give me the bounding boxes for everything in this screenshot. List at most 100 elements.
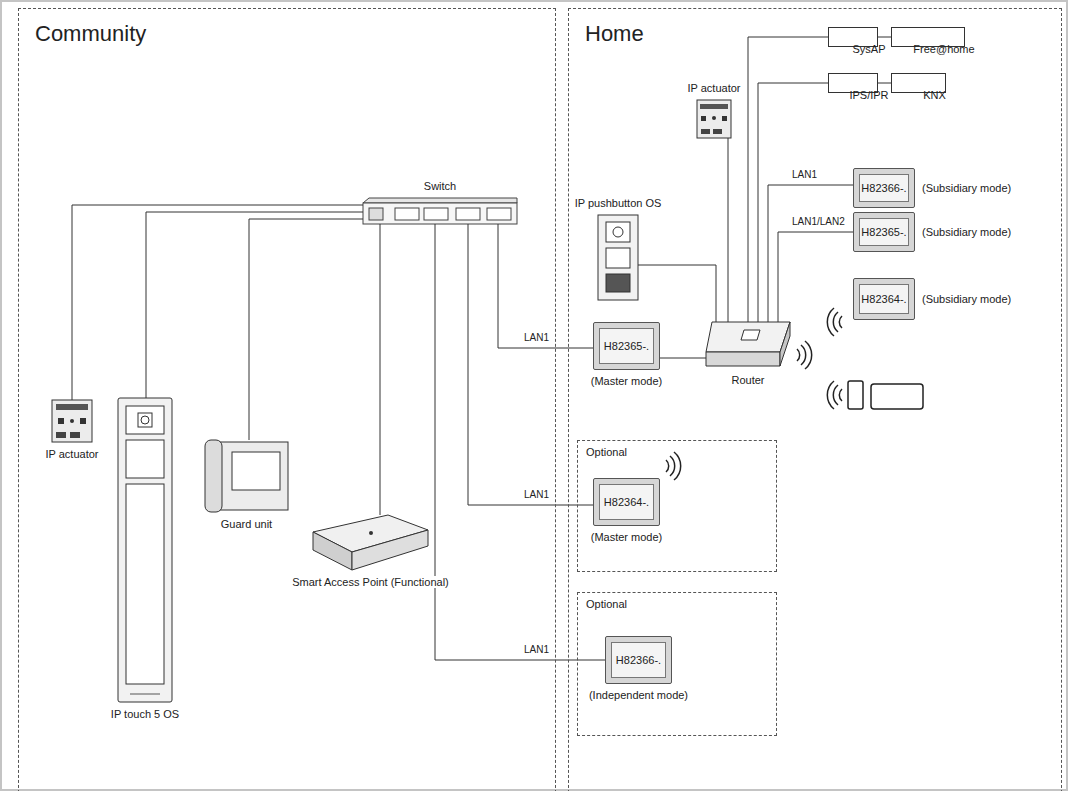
router-illustration: [706, 322, 790, 366]
network-cable: [748, 37, 828, 322]
wifi-symbol: [839, 389, 842, 401]
outdoor-station-illustration: [126, 484, 164, 684]
wifi-symbol: [666, 460, 669, 472]
device-unit: IP actuator: [52, 400, 92, 442]
mode-label: (Subsidiary mode): [922, 293, 1011, 305]
actuator-illustration: [701, 129, 710, 134]
access-point-illustration: [369, 531, 373, 535]
model-number: H82366-.: [611, 642, 666, 678]
network-cable: [878, 83, 891, 84]
group-heading: Optional: [586, 446, 627, 458]
network-cable: [638, 265, 716, 322]
wifi-symbol: [674, 452, 681, 480]
network-cable: [380, 224, 381, 515]
switch-illustration: [363, 203, 517, 224]
pushbutton-illustration: [613, 227, 623, 237]
smartphone-icon: [848, 381, 863, 409]
actuator-illustration: [697, 100, 731, 138]
indoor-station: H82364-.(Subsidiary mode): [853, 278, 915, 320]
network-cable: [660, 358, 706, 359]
mode-label: (Independent mode): [589, 689, 688, 701]
indoor-station: H82366-.(Independent mode): [605, 636, 672, 684]
device-label: Free@home: [913, 43, 974, 55]
wifi-symbol: [833, 312, 838, 332]
model-number: H82364-.: [859, 284, 909, 314]
access-point-illustration: [352, 530, 428, 570]
system-box: SysAP: [828, 27, 878, 47]
outdoor-station-illustration: [141, 416, 149, 424]
pushbutton-illustration: [598, 215, 638, 300]
switch-illustration: [395, 208, 419, 220]
indoor-station: H82364-.(Master mode): [593, 478, 660, 526]
device-label: KNX: [923, 89, 946, 101]
guard-unit-illustration: [232, 452, 280, 490]
group-heading: Home: [585, 21, 644, 47]
device-label: SysAP: [852, 43, 885, 55]
wifi-symbol: [801, 345, 806, 365]
wifi-symbol: [827, 308, 834, 336]
network-cable: [498, 224, 593, 348]
wifi-symbol: [666, 452, 681, 480]
line-label: LAN1: [522, 332, 551, 343]
network-cable: [878, 37, 891, 38]
actuator-illustration: [52, 400, 92, 442]
network-cable: [146, 212, 363, 398]
indoor-station: H82366-.(Subsidiary mode): [853, 168, 915, 208]
wifi-symbol: [797, 349, 800, 361]
guard-unit-illustration: [205, 440, 288, 512]
wifi-symbol: [839, 316, 842, 328]
device-label: IP pushbutton OS: [573, 197, 664, 209]
device-label: Router: [729, 374, 766, 386]
group-heading: Community: [35, 21, 146, 47]
switch-illustration: [424, 208, 448, 220]
actuator-illustration: [713, 129, 722, 134]
access-point-illustration: [313, 515, 428, 570]
device-unit: Router: [706, 322, 790, 368]
wifi-symbol: [827, 381, 842, 409]
smartphone-icon: [848, 381, 863, 409]
actuator-illustration: [700, 104, 728, 109]
wifi-symbol: [833, 385, 838, 405]
device-unit: IP actuator: [697, 100, 731, 138]
line-label: LAN1: [522, 644, 551, 655]
actuator-illustration: [70, 432, 80, 438]
outdoor-station-illustration: [138, 413, 152, 427]
network-cable: [768, 185, 853, 322]
wifi-symbol: [670, 456, 675, 476]
pushbutton-illustration: [606, 248, 630, 268]
outdoor-station-illustration: [118, 398, 172, 702]
line-label: LAN1: [522, 489, 551, 500]
model-number: H82365-.: [859, 218, 909, 246]
actuator-illustration: [712, 116, 716, 120]
region-frame: HomeSysAPFree@homeIPS/IPRKNXIP actuatorI…: [568, 8, 1062, 791]
network-cable: [468, 224, 593, 505]
access-point-illustration: [313, 532, 352, 570]
tablet-icon: [871, 384, 923, 409]
device-label: IP touch 5 OS: [109, 708, 181, 720]
guard-unit-illustration: [205, 440, 222, 512]
network-cable: [72, 205, 363, 400]
switch-illustration: [363, 198, 517, 224]
actuator-illustration: [56, 404, 88, 410]
indoor-station: H82365-.(Subsidiary mode): [853, 212, 915, 252]
model-number: H82365-.: [599, 328, 654, 364]
network-cable: [249, 219, 363, 440]
wifi-symbol: [827, 308, 842, 336]
device-unit: IP pushbutton OS: [598, 215, 638, 300]
switch-illustration: [363, 198, 517, 203]
line-label: LAN1: [790, 169, 819, 180]
optional-group: OptionalH82364-.(Master mode): [577, 440, 777, 572]
actuator-illustration: [701, 116, 706, 121]
mode-label: (Master mode): [591, 375, 663, 387]
system-box: Free@home: [891, 27, 965, 47]
wifi-symbol: [827, 381, 834, 409]
region-frame: CommunitySwitchIP actuatorIP touch 5 OSG…: [18, 8, 556, 791]
mode-label: (Master mode): [591, 531, 663, 543]
router-illustration: [706, 322, 790, 352]
mode-label: (Subsidiary mode): [922, 182, 1011, 194]
group-heading: Optional: [586, 598, 627, 610]
network-cable: [435, 224, 605, 660]
device-label: Guard unit: [219, 518, 274, 530]
